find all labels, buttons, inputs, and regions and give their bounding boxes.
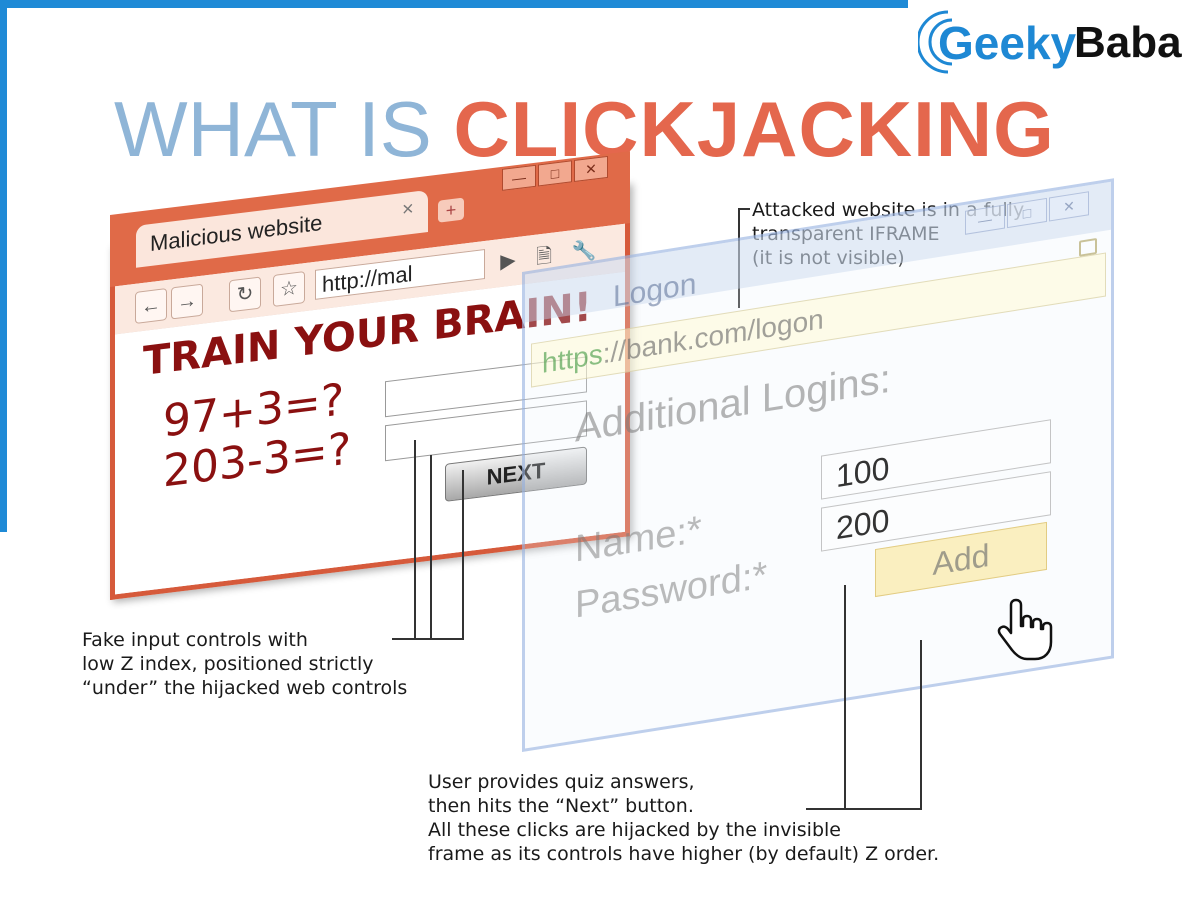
brand-logo: Geeky Baba — [918, 6, 1188, 78]
address-rest: ://bank.com/logon — [602, 303, 824, 370]
logon-title: Logon — [613, 267, 697, 314]
name-label: Name:* — [575, 508, 702, 571]
callout-hijack-line4: frame as its controls have higher (by de… — [428, 843, 940, 865]
callout-leader — [738, 208, 740, 308]
callout-hijack-line1: User provides quiz answers, — [428, 771, 695, 793]
title-prefix: WHAT IS — [114, 85, 454, 173]
minimize-icon[interactable]: — — [965, 204, 1005, 235]
close-window-icon[interactable]: ✕ — [1049, 191, 1089, 222]
reload-icon[interactable]: ↻ — [229, 276, 261, 313]
minimize-icon[interactable]: — — [502, 164, 536, 191]
callout-hijack-line3: All these clicks are hijacked by the inv… — [428, 819, 841, 841]
callout-leader — [430, 455, 432, 640]
callout-leader — [462, 470, 464, 640]
hand-cursor-icon — [997, 598, 1053, 661]
callout-fake-inputs-line2: low Z index, positioned strictly — [82, 653, 374, 675]
wifi-arc-icon — [918, 10, 957, 74]
callout-hijack: User provides quiz answers, then hits th… — [428, 770, 939, 866]
callout-leader — [392, 638, 464, 640]
callout-leader — [844, 585, 846, 810]
maximize-icon[interactable]: □ — [1007, 197, 1047, 229]
brand-name-baba: Baba — [1074, 18, 1182, 67]
callout-iframe-line3: (it is not visible) — [752, 247, 905, 269]
callout-fake-inputs-line3: “under” the hijacked web controls — [82, 677, 408, 699]
left-accent-bar — [0, 0, 7, 532]
play-icon[interactable]: ▶ — [500, 249, 516, 274]
page-title: WHAT IS CLICKJACKING — [114, 90, 1055, 168]
new-tab-button[interactable]: + — [438, 197, 464, 223]
callout-iframe-line2: transparent IFRAME — [752, 223, 940, 245]
title-highlight: CLICKJACKING — [453, 85, 1055, 173]
close-window-icon[interactable]: ✕ — [574, 155, 608, 183]
transparent-logon-iframe: Logon — □ ✕ https://bank.com/logon Addit… — [522, 178, 1114, 753]
callout-fake-inputs: Fake input controls with low Z index, po… — [82, 628, 407, 700]
callout-fake-inputs-line1: Fake input controls with — [82, 629, 308, 651]
top-accent-bar — [0, 0, 908, 8]
callout-leader — [738, 208, 750, 210]
malicious-tab-label: Malicious website — [150, 209, 323, 257]
brand-name-geeky: Geeky — [938, 17, 1077, 69]
callout-iframe: Attacked website is in a fully transpare… — [752, 198, 1024, 270]
maximize-icon[interactable]: □ — [538, 160, 572, 187]
callout-leader — [414, 440, 416, 640]
close-icon[interactable]: × — [402, 197, 414, 222]
forward-arrow-icon[interactable]: → — [171, 283, 203, 320]
callout-leader — [920, 640, 922, 810]
address-scheme: https — [542, 338, 603, 379]
callout-iframe-line1: Attacked website is in a fully — [752, 199, 1025, 221]
star-icon[interactable]: ☆ — [273, 271, 305, 307]
callout-hijack-line2: then hits the “Next” button. — [428, 795, 694, 817]
back-arrow-icon[interactable]: ← — [135, 288, 167, 324]
callout-leader — [806, 808, 922, 810]
